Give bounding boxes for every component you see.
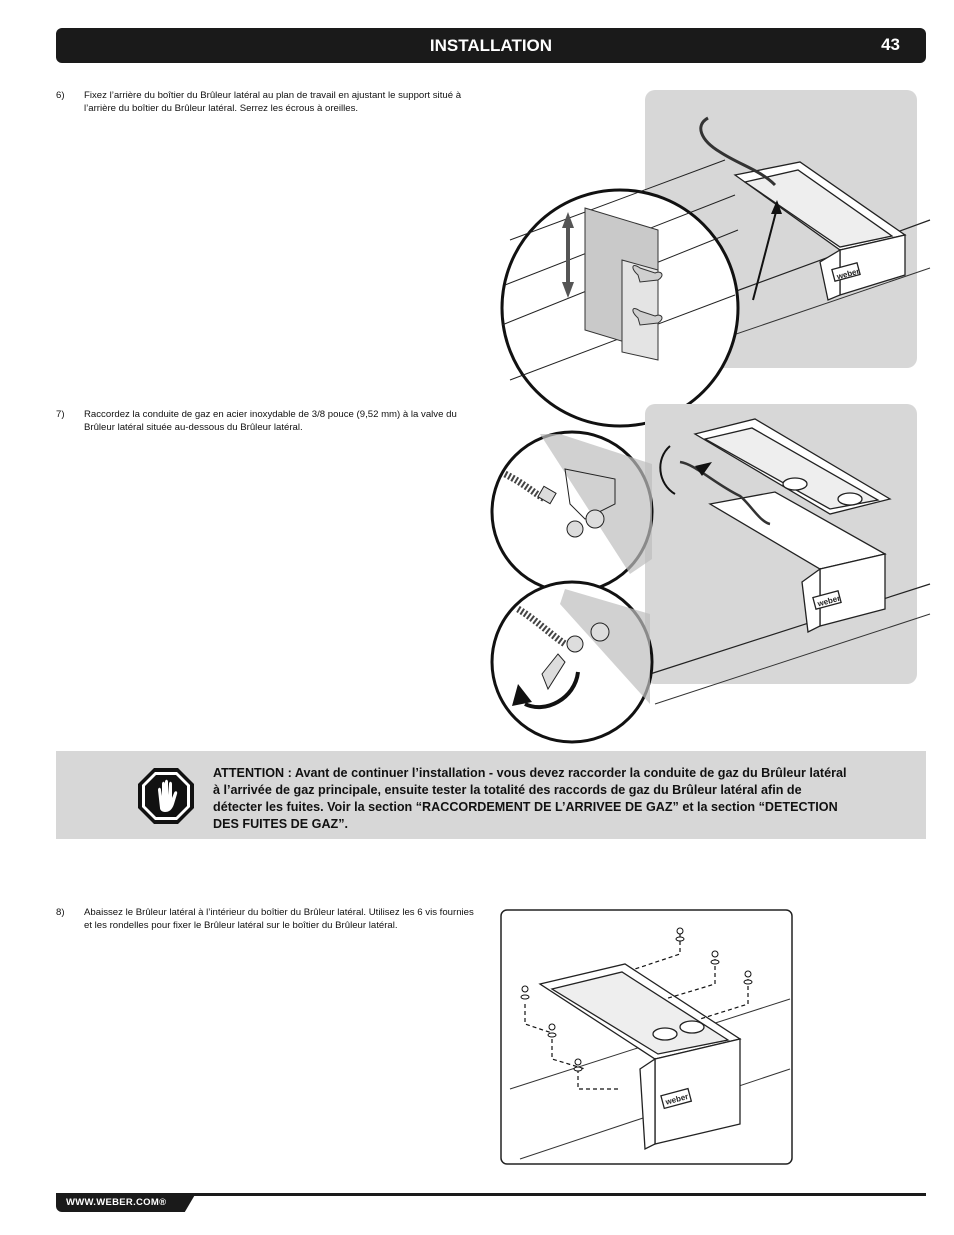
stop-hand-icon xyxy=(138,768,194,824)
footer-url[interactable]: WWW.WEBER.COM® xyxy=(66,1197,167,1208)
page-number: 43 xyxy=(881,35,900,54)
section-title: INSTALLATION xyxy=(429,36,553,55)
step-number: 8) xyxy=(56,907,65,918)
footer-tab: WWW.WEBER.COM® xyxy=(56,1193,196,1212)
step-text: Raccordez la conduite de gaz en acier in… xyxy=(84,409,457,433)
step-6: 6) Fixez l’arrière du boîtier du Brûleur… xyxy=(56,90,486,120)
attention-text: ATTENTION : Avant de continuer l’install… xyxy=(213,766,847,831)
step-text: Fixez l’arrière du boîtier du Brûleur la… xyxy=(84,90,462,114)
step-number: 6) xyxy=(56,90,65,101)
step-7: 7) Raccordez la conduite de gaz en acier… xyxy=(56,409,486,439)
figure-3-burner-screws: weber xyxy=(500,909,793,1165)
page-header: INSTALLATION 43 xyxy=(56,28,926,63)
footer-rule xyxy=(56,1193,926,1196)
step-number: 7) xyxy=(56,409,65,420)
step-8: 8) Abaissez le Brûleur latéral à l’intér… xyxy=(56,907,486,949)
attention-box: ATTENTION : Avant de continuer l’install… xyxy=(56,751,926,839)
step-text: Abaissez le Brûleur latéral à l’intérieu… xyxy=(84,907,474,931)
figure-1-side-burner-mounting: weber xyxy=(500,116,931,428)
figure-2-gas-line-connection: weber xyxy=(490,418,931,744)
